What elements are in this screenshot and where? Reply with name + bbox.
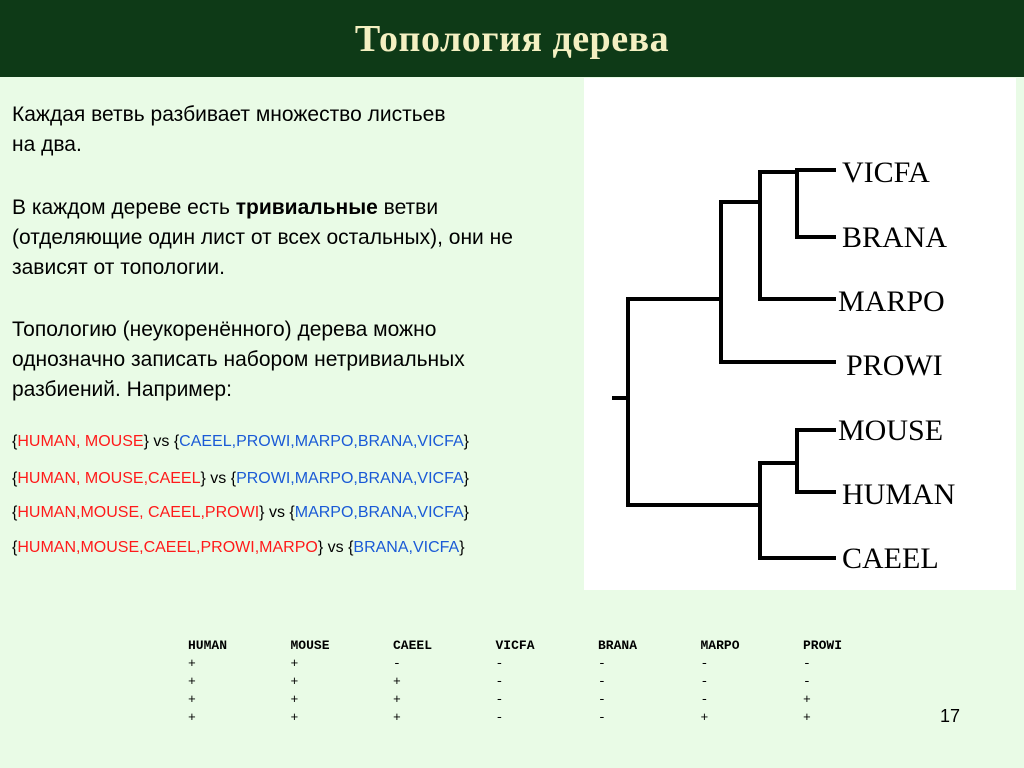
table-cell: + (188, 710, 196, 725)
table-cell: - (598, 692, 606, 707)
table-cell: + (803, 692, 811, 707)
table-header-row: HUMAN MOUSE CAEEL VICFA BRANA MARPO PROW… (188, 637, 906, 655)
paragraph-trivial-branches: В каждом дереве есть тривиальные ветви (… (12, 193, 552, 283)
table-cell: - (700, 656, 709, 671)
split-table: HUMAN MOUSE CAEEL VICFA BRANA MARPO PROW… (188, 637, 906, 727)
table-cell: + (290, 674, 299, 689)
trivial-keyword: тривиальные (235, 196, 378, 219)
paragraph-trivial-text-1: В каждом дереве есть (12, 196, 236, 219)
leaf-label-caeel: CAEEL (842, 542, 939, 575)
table-row: + + + - - - + (188, 691, 906, 709)
table-header-human: HUMAN (188, 638, 228, 653)
paragraph-branch-split: Каждая ветвь разбивает множество листьев… (12, 103, 446, 156)
table-cell: - (495, 656, 504, 671)
split-2-left: HUMAN, MOUSE,CAEEL (17, 470, 201, 487)
split-4-vs: } vs { (317, 539, 354, 556)
table-cell: - (803, 656, 811, 671)
leaf-label-human: HUMAN (842, 478, 955, 511)
table-cell: - (700, 692, 709, 707)
split-line-4: {HUMAN,MOUSE,CAEEL,PROWI,MARPO} vs {BRAN… (12, 539, 465, 556)
split-line-1: {HUMAN, MOUSE} vs {CAEEL,PROWI,MARPO,BRA… (12, 433, 469, 450)
table-cell: + (393, 710, 401, 725)
leaf-label-brana: BRANA (842, 221, 947, 254)
split-4-right: BRANA,VICFA (353, 539, 460, 556)
paragraph-trivial-text-2: ветви (отделяющие один лист от всех оста… (12, 196, 513, 279)
table-cell: - (495, 692, 504, 707)
table-cell: - (598, 710, 606, 725)
table-row: + + + - - + + (188, 709, 906, 727)
table-cell: - (495, 674, 504, 689)
table-row: + + + - - - - (188, 673, 906, 691)
leaf-label-prowi: PROWI (846, 349, 943, 382)
slide-title: Топология дерева (354, 17, 670, 60)
table-cell: + (803, 710, 811, 725)
split-2-right: PROWI,MARPO,BRANA,VICFA (236, 470, 464, 487)
table-cell: + (188, 692, 196, 707)
split-3-vs: } vs { (259, 504, 295, 521)
table-cell: - (393, 656, 401, 671)
table-header-marpo: MARPO (700, 638, 740, 653)
table-header-brana: BRANA (598, 638, 638, 653)
split-2-vs: } vs { (200, 470, 237, 487)
leaf-label-mouse: MOUSE (838, 414, 943, 447)
table-cell: + (700, 710, 709, 725)
table-header-vicfa: VICFA (495, 638, 535, 653)
split-4-left: HUMAN,MOUSE,CAEEL,PROWI,MARPO (17, 539, 318, 556)
table-cell: - (803, 674, 811, 689)
split-3-right: MARPO,BRANA,VICFA (294, 504, 464, 521)
tree-branches (612, 168, 836, 560)
table-row: + + - - - - - (188, 655, 906, 673)
table-cell: + (393, 674, 401, 689)
table-header-prowi: PROWI (803, 638, 843, 653)
table-cell: - (700, 674, 709, 689)
tree-diagram: VICFA BRANA MARPO PROWI MOUSE HUMAN CAEE… (584, 78, 1016, 590)
split-1-left: HUMAN, MOUSE (17, 433, 144, 450)
leaf-label-vicfa: VICFA (842, 156, 930, 189)
paragraph-topology: Топологию (неукоренённого) дерева можно … (12, 318, 465, 401)
table-cell: + (290, 692, 299, 707)
leaf-label-marpo: MARPO (838, 285, 945, 318)
table-cell: + (188, 656, 196, 671)
page-number: 17 (940, 706, 961, 726)
split-1-right: CAEEL,PROWI,MARPO,BRANA,VICFA (179, 433, 464, 450)
tree-svg: VICFA BRANA MARPO PROWI MOUSE HUMAN CAEE… (612, 156, 955, 575)
table-header-caeel: CAEEL (393, 638, 433, 653)
table-header-mouse: MOUSE (290, 638, 330, 653)
split-3-left: HUMAN,MOUSE, CAEEL,PROWI (17, 504, 260, 521)
table-cell: - (598, 656, 606, 671)
split-line-2: {HUMAN, MOUSE,CAEEL} vs {PROWI,MARPO,BRA… (12, 470, 469, 487)
table-cell: + (188, 674, 196, 689)
title-bar: Топология дерева (0, 0, 1024, 77)
split-1-vs: } vs { (143, 433, 180, 450)
table-cell: - (598, 674, 606, 689)
split-line-3: {HUMAN,MOUSE, CAEEL,PROWI} vs {MARPO,BRA… (12, 504, 469, 521)
table-cell: + (290, 710, 299, 725)
table-cell: + (393, 692, 401, 707)
table-cell: + (290, 656, 299, 671)
table-cell: - (495, 710, 504, 725)
